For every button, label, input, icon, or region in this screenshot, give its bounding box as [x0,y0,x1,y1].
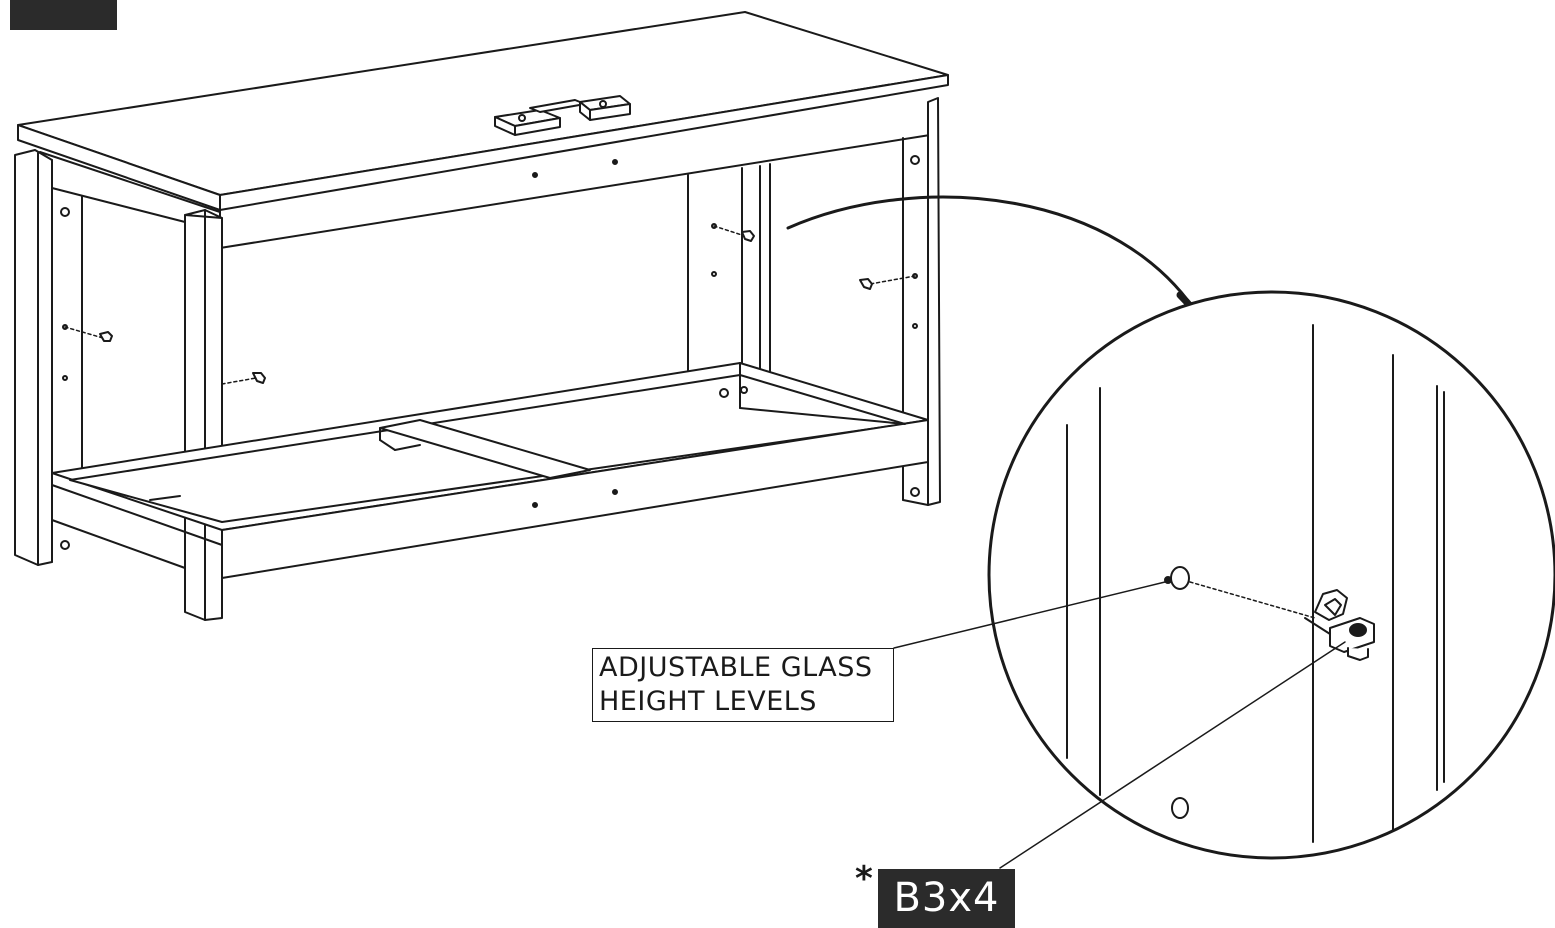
callout-line-2: HEIGHT LEVELS [599,686,817,717]
callout-line-1: ADJUSTABLE GLASS [599,652,873,683]
part-marker: * [855,859,873,899]
leg-front-left [185,210,222,620]
detail-magnifier [989,292,1555,858]
callout-adjustable-glass: ADJUSTABLE GLASS HEIGHT LEVELS [592,648,894,722]
part-label-tag: B3x4 [878,869,1015,928]
step-number-tab [10,0,117,30]
cross-brace [380,420,590,478]
leg-back-left [15,150,52,565]
shelf-support-pin-icon [65,226,915,384]
table-top [18,12,948,248]
apron-holes [533,160,617,507]
hardware-packet [495,96,630,135]
lower-frame [52,363,928,578]
